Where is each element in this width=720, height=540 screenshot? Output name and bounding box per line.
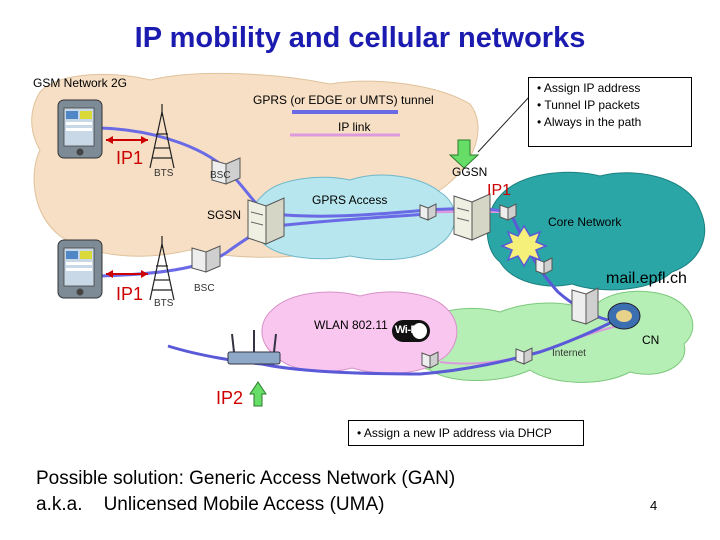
core-network-label: Core Network — [548, 215, 622, 229]
bottom-text: Possible solution: Generic Access Networ… — [36, 466, 455, 518]
ggsn-info-line-3: • Always in the path — [537, 115, 642, 129]
radio-link-arrow-top — [106, 136, 148, 144]
router-gprs-icon — [419, 203, 437, 221]
ggsn-label: GGSN — [452, 165, 488, 179]
ggsn-info-box: • Assign IP address • Tunnel IP packets … — [528, 77, 692, 147]
bts-bottom-label: BTS — [154, 298, 174, 309]
bsc-bottom-icon — [191, 245, 221, 273]
ip1-bottom-label: IP1 — [116, 284, 144, 304]
ip1-top-label: IP1 — [116, 148, 144, 168]
mobile-phone-bottom — [57, 239, 103, 299]
bsc-bottom-label: BSC — [194, 283, 215, 294]
ggsn-info-line-1: • Assign IP address — [537, 81, 641, 95]
wifi-logo-icon — [392, 320, 430, 342]
cn-label: CN — [642, 333, 660, 347]
bsc-top-icon — [211, 157, 241, 185]
gprs-tunnel-legend-label: GPRS (or EDGE or UMTS) tunnel — [253, 93, 434, 107]
dhcp-info-text: • Assign a new IP address via DHCP — [357, 426, 552, 440]
wifi-logo-label: Wi-Fi — [395, 324, 420, 336]
core-network-cloud — [486, 171, 706, 291]
gsm-network-label: GSM Network 2G — [33, 76, 128, 90]
wlan-label: WLAN 802.11 — [314, 318, 388, 332]
ip2-label: IP2 — [216, 388, 244, 408]
ggsn-icon — [453, 193, 491, 241]
router-core-2-icon — [535, 257, 553, 275]
bsc-top-label: BSC — [210, 170, 231, 181]
ggsn-callout-line — [477, 95, 531, 153]
page-title: IP mobility and cellular networks — [134, 22, 586, 54]
mobile-phone-top — [57, 99, 103, 159]
wlan-access-point-icon — [227, 330, 281, 365]
radio-link-arrow-bottom — [106, 270, 148, 278]
sgsn-icon — [247, 197, 285, 245]
mail-server-icon — [571, 287, 641, 330]
ggsn-down-arrow-icon — [448, 139, 480, 169]
handover-starburst-icon — [499, 224, 549, 268]
gprs-access-label: GPRS Access — [312, 193, 388, 207]
bottom-text-line-2: a.k.a. Unlicensed Mobile Access (UMA) — [36, 494, 385, 515]
bottom-text-line-1: Possible solution: Generic Access Networ… — [36, 468, 456, 489]
router-internet-1-icon — [421, 351, 439, 369]
sgsn-label: SGSN — [207, 208, 242, 222]
internet-label: Internet — [552, 348, 586, 359]
bts-top-label: BTS — [154, 168, 174, 179]
router-core-icon — [499, 203, 517, 221]
dhcp-info-box: • Assign a new IP address via DHCP — [348, 420, 584, 446]
ip1-core-label: IP1 — [487, 182, 512, 199]
mail-server-label: mail.epfl.ch — [606, 270, 687, 287]
ggsn-info-line-2: • Tunnel IP packets — [537, 98, 640, 112]
gprs-access-cloud — [250, 174, 456, 261]
ip-link-legend-label: IP link — [338, 120, 371, 134]
bts-tower-top-icon — [149, 104, 175, 169]
bts-tower-bottom-icon — [149, 236, 175, 301]
router-internet-2-icon — [515, 347, 533, 365]
ip2-up-arrow-icon — [249, 381, 267, 407]
page-number: 4 — [650, 498, 658, 513]
